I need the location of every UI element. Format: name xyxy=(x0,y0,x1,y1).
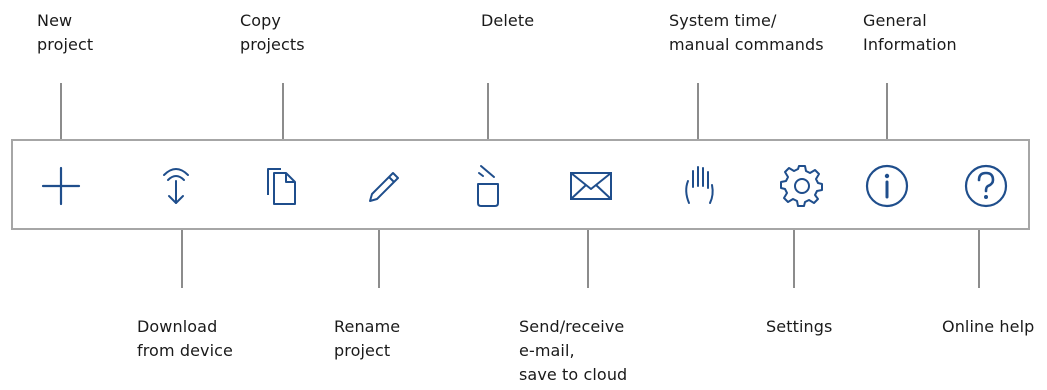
new-project-button[interactable] xyxy=(33,158,89,214)
copy-icon xyxy=(267,168,296,205)
system-time-button[interactable] xyxy=(671,158,727,214)
leader-delete xyxy=(487,83,489,139)
label-copy-projects: Copy projects xyxy=(240,11,305,54)
label-online-help: Online help xyxy=(942,317,1035,336)
leader-online-help xyxy=(978,230,980,288)
leader-download-from-device xyxy=(181,230,183,288)
label-send-receive: Send/receive e-mail, save to cloud xyxy=(519,317,628,384)
trash-icon xyxy=(477,165,499,207)
general-information-button[interactable] xyxy=(859,158,915,214)
leader-general-information xyxy=(886,83,888,139)
plus-icon xyxy=(41,166,81,206)
leader-new-project xyxy=(60,83,62,139)
help-icon xyxy=(964,164,1008,208)
hand-icon xyxy=(685,166,714,204)
copy-projects-button[interactable] xyxy=(253,158,309,214)
label-general-information: General Information xyxy=(863,11,957,54)
label-settings: Settings xyxy=(766,317,833,336)
settings-button[interactable] xyxy=(774,158,830,214)
label-new-project: New project xyxy=(37,11,94,54)
envelope-icon xyxy=(570,172,612,200)
download-icon xyxy=(163,168,189,204)
delete-button[interactable] xyxy=(460,158,516,214)
label-rename-project: Rename project xyxy=(334,317,401,360)
label-system-time: System time/ manual commands xyxy=(669,11,824,54)
download-from-device-button[interactable] xyxy=(148,158,204,214)
leader-system-time xyxy=(697,83,699,139)
send-receive-button[interactable] xyxy=(563,158,619,214)
rename-project-button[interactable] xyxy=(356,158,412,214)
pencil-icon xyxy=(369,172,399,202)
leader-settings xyxy=(793,230,795,288)
leader-copy-projects xyxy=(282,83,284,139)
label-download-from-device: Download from device xyxy=(137,317,233,360)
leader-rename-project xyxy=(378,230,380,288)
gear-icon xyxy=(780,165,823,207)
leader-send-receive xyxy=(587,230,589,288)
label-delete: Delete xyxy=(481,11,535,30)
info-icon xyxy=(865,164,909,208)
online-help-button[interactable] xyxy=(958,158,1014,214)
toolbar xyxy=(11,139,1030,230)
